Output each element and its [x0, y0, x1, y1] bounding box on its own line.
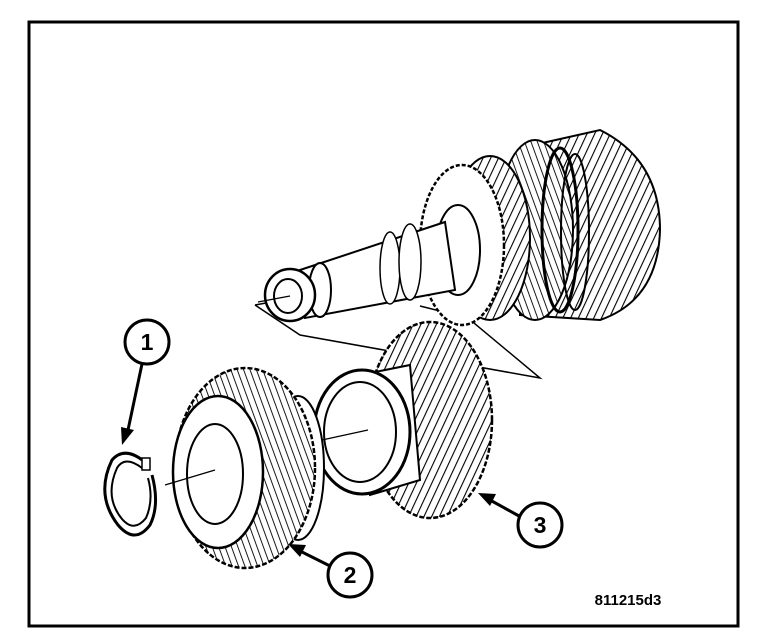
callout-1-arrowhead	[121, 427, 134, 445]
snap-ring	[103, 451, 157, 537]
gear-3-centerline	[321, 429, 369, 441]
sync-ring-a	[540, 146, 580, 314]
gear-2-centerline	[164, 469, 216, 486]
shaft-step-3	[398, 223, 422, 301]
figure-id-label: 811215d3	[595, 592, 662, 609]
callout-3-arrowhead	[478, 493, 496, 506]
callout-2-arrowhead	[288, 544, 306, 557]
gear-2-bore	[186, 423, 244, 525]
shaft-step-2	[379, 231, 401, 305]
callout-2-number: 2	[344, 562, 357, 588]
callout-1-circle	[123, 318, 171, 366]
sync-ring-b	[560, 153, 590, 311]
snap-ring-gap	[141, 457, 151, 471]
callout-3-number: 3	[534, 512, 547, 538]
snap-ring-inner	[110, 460, 152, 527]
callout-1-leader	[126, 363, 144, 431]
gear-3	[312, 320, 494, 520]
callout-1-number: 1	[141, 329, 154, 355]
gear-2	[164, 366, 325, 570]
callout-3-leader	[489, 498, 520, 518]
shaft-assembly	[254, 128, 662, 380]
callout-2: 2	[288, 544, 374, 599]
callout-2-circle	[326, 551, 374, 599]
shaft-centerline	[257, 295, 291, 303]
callout-3: 3	[478, 493, 564, 549]
snap-ring-outer	[103, 451, 157, 537]
callout-3-circle	[516, 501, 564, 549]
callout-2-leader	[299, 549, 331, 568]
callout-1: 1	[121, 318, 171, 445]
